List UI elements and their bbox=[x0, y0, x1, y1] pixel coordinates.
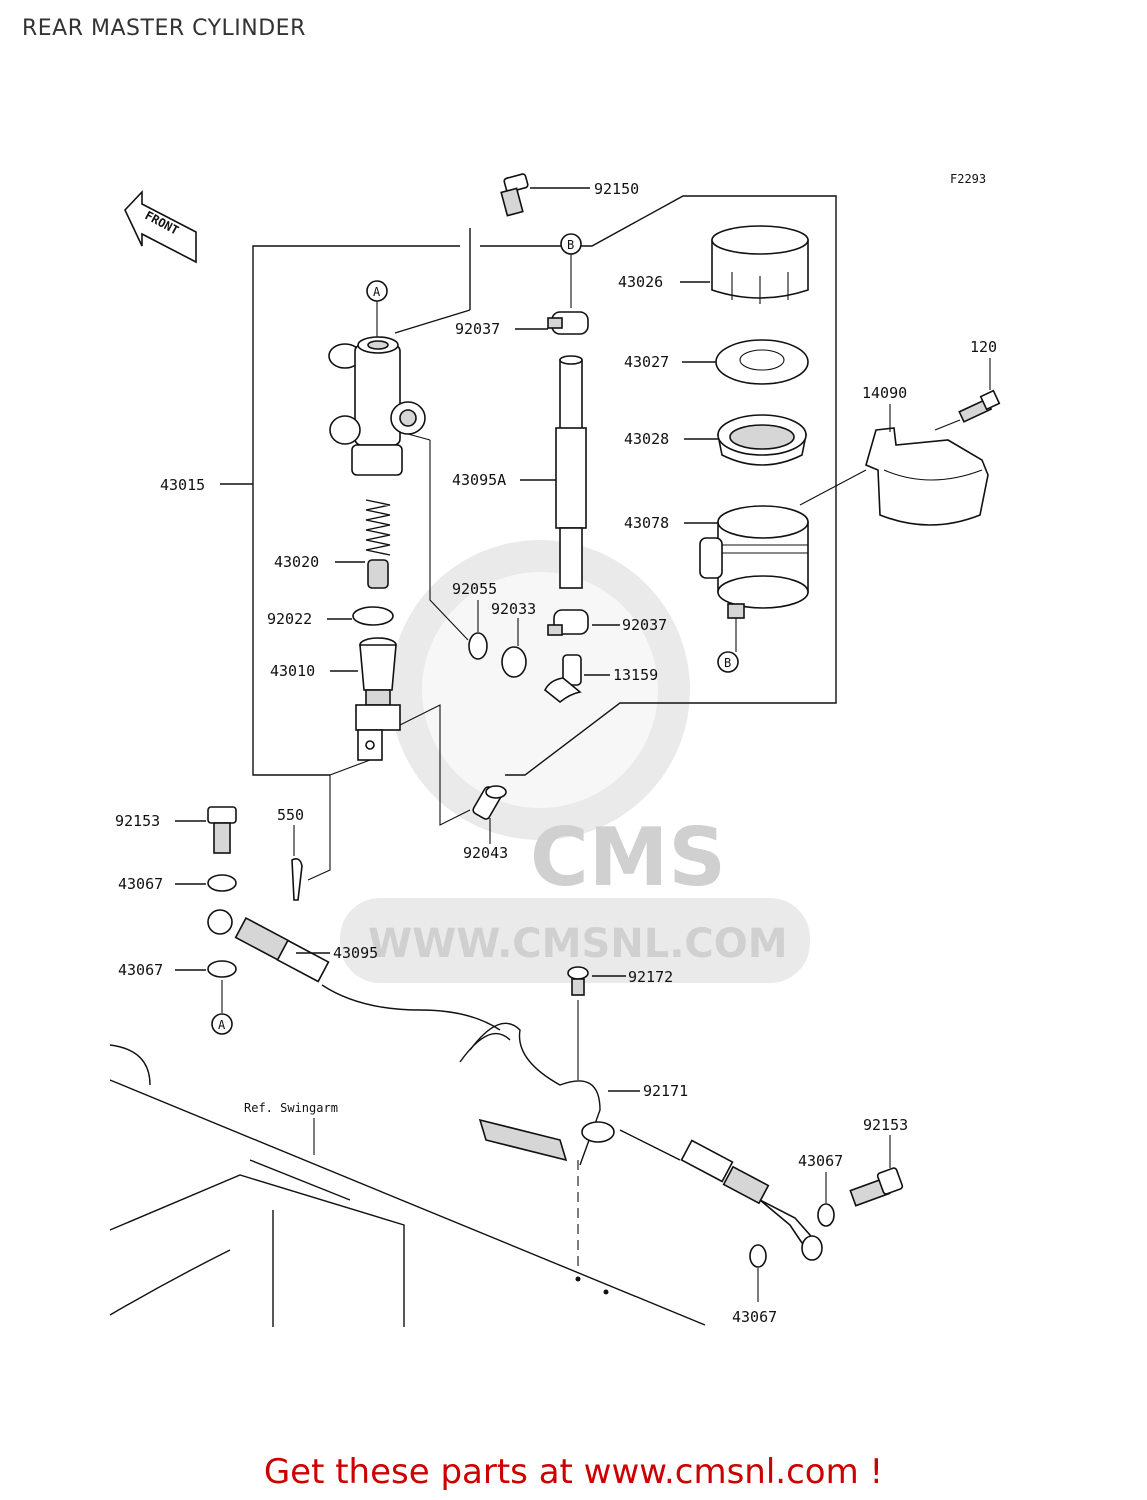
watermark-brand: CMS bbox=[530, 811, 726, 904]
elbow-13159 bbox=[543, 654, 582, 704]
page-title: REAR MASTER CYLINDER bbox=[22, 16, 306, 41]
washer-43067-b bbox=[207, 960, 237, 978]
o-ring-92055 bbox=[468, 632, 488, 660]
label-43028: 43028 bbox=[624, 430, 669, 448]
reservoir-cap-43026 bbox=[711, 225, 809, 304]
label-92153-right: 92153 bbox=[863, 1116, 908, 1134]
svg-text:A: A bbox=[373, 285, 381, 299]
label-120: 120 bbox=[970, 338, 997, 356]
label-43026: 43026 bbox=[618, 273, 663, 291]
screw-120 bbox=[934, 358, 1001, 431]
plate-43027 bbox=[715, 339, 809, 385]
label-92037-bottom: 92037 bbox=[622, 616, 667, 634]
label-43010: 43010 bbox=[270, 662, 315, 680]
label-92037-top: 92037 bbox=[455, 320, 500, 338]
connector-a-top: A bbox=[366, 280, 388, 340]
hose-guide-92171 bbox=[459, 1022, 615, 1166]
connector-b-top: B bbox=[560, 233, 582, 308]
hose-end-right bbox=[619, 1129, 823, 1261]
front-arrow-icon: FRONT bbox=[124, 189, 197, 264]
diaphragm-43028 bbox=[717, 414, 807, 466]
label-43067-d: 43067 bbox=[732, 1308, 777, 1326]
label-43015: 43015 bbox=[160, 476, 205, 494]
svg-text:B: B bbox=[567, 238, 574, 252]
label-92150: 92150 bbox=[594, 180, 639, 198]
hose-43095a bbox=[555, 355, 587, 589]
swingarm-outline bbox=[109, 1044, 706, 1327]
svg-text:B: B bbox=[724, 656, 731, 670]
label-92043: 92043 bbox=[463, 844, 508, 862]
label-13159: 13159 bbox=[613, 666, 658, 684]
washer-43067-d bbox=[749, 1244, 767, 1268]
label-43027: 43027 bbox=[624, 353, 669, 371]
label-92171: 92171 bbox=[643, 1082, 688, 1100]
label-43020: 43020 bbox=[274, 553, 319, 571]
screw-92172 bbox=[567, 966, 589, 1270]
label-43067-b: 43067 bbox=[118, 961, 163, 979]
watermark-url: WWW.CMSNL.COM bbox=[368, 921, 788, 967]
label-92022: 92022 bbox=[267, 610, 312, 628]
cylinder-body-43015 bbox=[328, 336, 469, 641]
washer-43067-c bbox=[817, 1203, 835, 1227]
label-92172: 92172 bbox=[628, 968, 673, 986]
label-92033: 92033 bbox=[491, 600, 536, 618]
label-43067-c: 43067 bbox=[798, 1152, 843, 1170]
connector-b-bottom: B bbox=[717, 651, 739, 673]
footer-cta-link[interactable]: Get these parts at www.cmsnl.com ! bbox=[263, 1452, 884, 1492]
clamp-92037-bottom bbox=[547, 609, 589, 636]
label-43067-a: 43067 bbox=[118, 875, 163, 893]
hose-43095 bbox=[207, 909, 501, 1031]
reservoir-43078 bbox=[699, 505, 809, 652]
cotter-pin-550 bbox=[291, 825, 303, 901]
washer-43067-a bbox=[207, 874, 237, 892]
reference-note: Ref. Swingarm bbox=[244, 1101, 338, 1115]
clamp-92037-top bbox=[547, 311, 589, 335]
bolt-92153-left bbox=[207, 806, 237, 854]
pin-92043 bbox=[472, 785, 507, 844]
label-43078: 43078 bbox=[624, 514, 669, 532]
figure-code: F2293 bbox=[950, 172, 986, 186]
label-92055: 92055 bbox=[452, 580, 497, 598]
svg-text:A: A bbox=[218, 1018, 226, 1032]
label-43095a: 43095A bbox=[452, 471, 506, 489]
circlip-92033 bbox=[501, 646, 527, 678]
label-14090: 14090 bbox=[862, 384, 907, 402]
spring-43020 bbox=[365, 499, 391, 589]
parts-diagram: CMS WWW.CMSNL.COM F2293 FRONT 92150 A bbox=[109, 172, 1001, 1327]
circlip-92022 bbox=[352, 606, 394, 626]
connector-a-bottom: A bbox=[211, 980, 233, 1035]
label-92153-left: 92153 bbox=[115, 812, 160, 830]
bolt-92153-right bbox=[849, 1135, 904, 1207]
label-550: 550 bbox=[277, 806, 304, 824]
bracket-14090 bbox=[865, 427, 989, 526]
label-43095: 43095 bbox=[333, 944, 378, 962]
piston-43010 bbox=[355, 637, 401, 761]
bolt-92150 bbox=[394, 173, 590, 334]
watermark: CMS WWW.CMSNL.COM bbox=[340, 540, 810, 983]
